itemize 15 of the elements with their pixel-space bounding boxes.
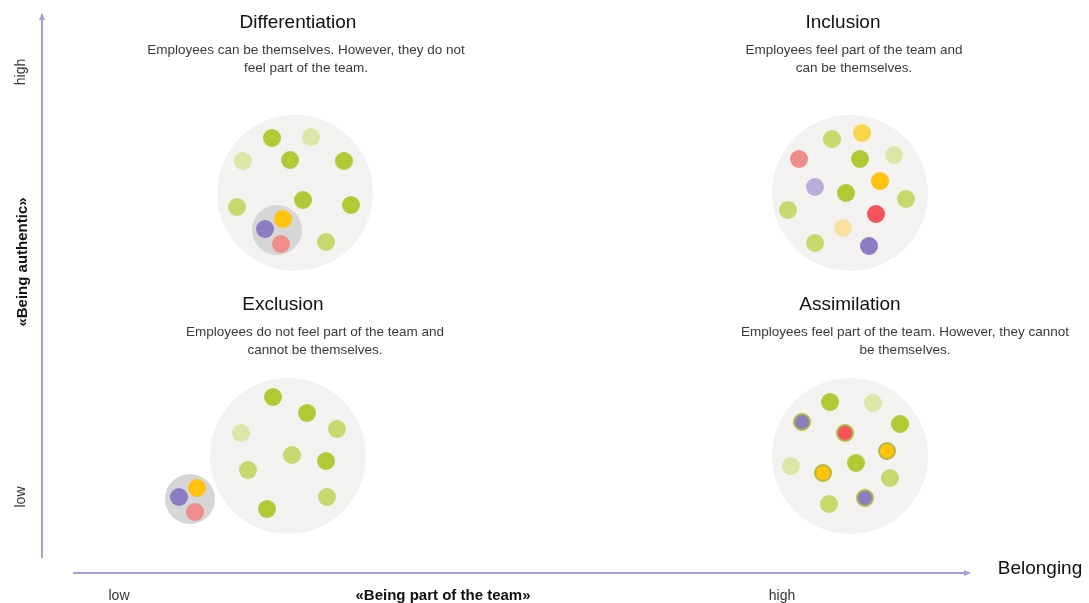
axis-tick-label: low: [107, 585, 131, 603]
quadrant-description: Employees can be themselves. However, they do not feel part of the team.: [146, 41, 466, 77]
quadrant-description: Employees feel part of the team. However, they cannot be themselves.: [740, 323, 1070, 359]
axis-tick-label: high: [767, 585, 797, 603]
quadrant-description: Employees feel part of the team and can be themselves.: [744, 41, 964, 77]
axis-tick-label: high: [10, 58, 29, 86]
quadrant-title: Differentiation: [238, 9, 358, 34]
quadrant-title: Exclusion: [241, 291, 325, 316]
quadrant-title: Inclusion: [804, 9, 882, 34]
quadrant-description: Employees do not feel part of the team and cannot be themselves.: [184, 323, 446, 359]
axis-tick-label: low: [10, 486, 29, 508]
quadrant-title: Assimilation: [798, 291, 902, 316]
axis-title: «Being part of the team»: [354, 585, 532, 603]
axis-title: «Being authentic»: [12, 197, 32, 327]
axis-title: Belonging: [996, 555, 1084, 580]
